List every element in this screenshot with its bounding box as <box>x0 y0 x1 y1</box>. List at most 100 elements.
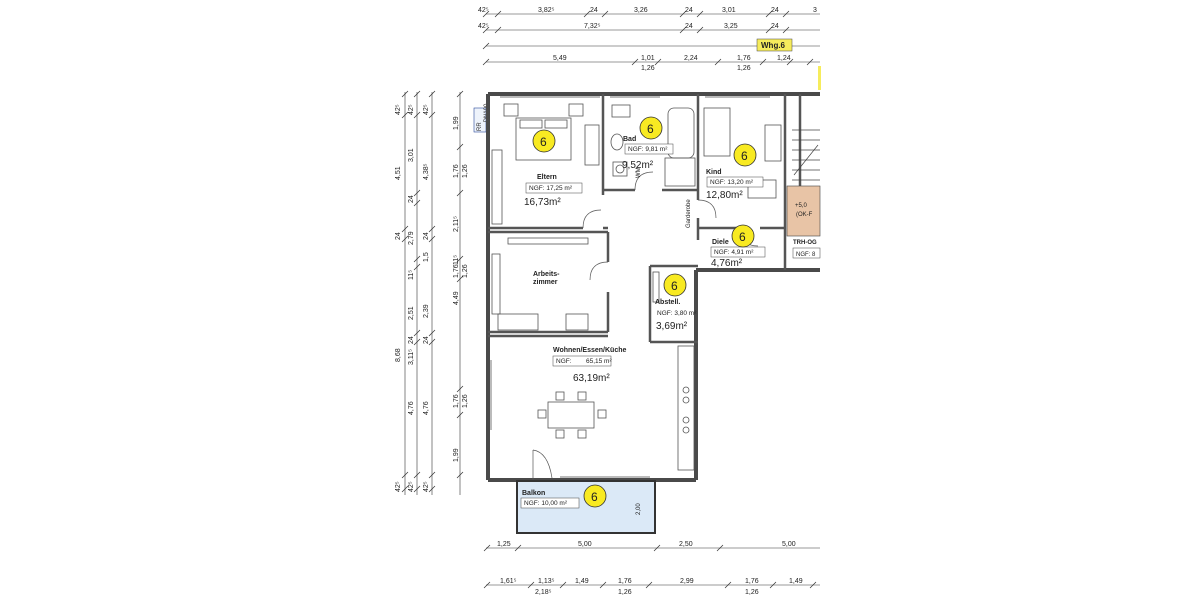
dim-label: 1,26 <box>462 264 469 278</box>
dim-label: 1,26 <box>641 65 655 72</box>
dimension-lines-left <box>401 90 464 495</box>
room-name: Bad <box>623 136 636 143</box>
dim-label: 1,76 <box>618 578 632 585</box>
stair-landing <box>786 185 821 237</box>
apartment-badge <box>532 129 556 153</box>
dim-label: 24 <box>395 232 402 240</box>
stair-tag: (OK-F <box>796 212 813 218</box>
dim-label: 24 <box>685 23 693 30</box>
apartment-badge <box>663 273 687 297</box>
apartment-badge <box>583 484 607 508</box>
trh-ngf: NGF: 8 <box>796 252 816 258</box>
apartment-number: 6 <box>647 122 654 136</box>
ngf-box <box>624 143 674 155</box>
dim-label: 24 <box>423 336 430 344</box>
dim-label: 8,68 <box>395 348 402 362</box>
dim-label: 24 <box>590 7 598 14</box>
room-area: 63,19m² <box>573 373 610 384</box>
dim-label: 2,99 <box>680 578 694 585</box>
dim-label: 1,13⁵ <box>538 578 555 585</box>
windows <box>490 96 770 478</box>
unit-label-box <box>756 38 793 52</box>
dimension-lines-top <box>482 10 820 66</box>
room-area: 3,69m² <box>656 321 688 332</box>
room-name: Eltern <box>537 174 557 181</box>
room-name: Arbeits-zimmer <box>533 271 560 286</box>
apartment-number: 6 <box>739 230 746 244</box>
ngf-value: NGF: 65,15 m² <box>556 358 612 365</box>
ngf-value: NGF: 17,25 m² <box>529 185 573 192</box>
dimension-labels-bottom: 1,25 5,00 2,50 5,00 1,61⁵ 1,13⁵ 1,49 1,7… <box>497 541 803 596</box>
ngf-box <box>710 246 766 258</box>
room-wohnen: Wohnen/Essen/Küche NGF: 65,15 m² 63,19m² <box>552 347 626 384</box>
room-area: 4,76m² <box>711 258 743 269</box>
room-area: 16,73m² <box>524 197 561 208</box>
dim-label: 2,24 <box>684 55 698 62</box>
dim-label: 11⁵ <box>453 255 460 265</box>
garderobe-label: Garderobe <box>686 199 692 228</box>
room-abstell: Abstell. NGF: 3,80 m² 3,69m² <box>655 299 697 332</box>
room-name: Wohnen/Essen/Küche <box>553 347 626 354</box>
dim-label: 24 <box>408 336 415 344</box>
apartment-badge <box>639 116 663 140</box>
room-diele: Diele NGF: 4,91 m² 4,76m² <box>710 239 766 269</box>
furniture <box>491 103 782 471</box>
ngf-box <box>706 176 764 188</box>
dim-label: 24 <box>408 195 415 203</box>
dim-label: 2,51 <box>408 306 415 320</box>
dim-label: 24 <box>685 7 693 14</box>
dim-label: 42⁵ <box>408 481 415 492</box>
ngf-value: NGF: 3,80 m² <box>657 310 697 317</box>
dim-label: 42⁵ <box>478 7 489 14</box>
dim-label: 24 <box>771 23 779 30</box>
dim-label: 42⁵ <box>423 481 430 492</box>
dim-label: 4,38⁵ <box>423 163 430 180</box>
dim-label: 4,51 <box>395 166 402 180</box>
dim-label: 3 <box>813 7 817 14</box>
dim-label: 42⁵ <box>395 481 402 492</box>
dim-label: 7,32⁵ <box>584 23 601 30</box>
dim-label: 1,99 <box>453 448 460 462</box>
dim-label: 2,00 <box>636 503 642 515</box>
apartment-badge <box>731 224 755 248</box>
ngf-value: NGF: 10,00 m² <box>524 500 568 507</box>
dim-label: 5,00 <box>578 541 592 548</box>
room-name: Kind <box>706 169 722 176</box>
dim-label: 3,26 <box>634 7 648 14</box>
trh-label: TRH-OG <box>793 240 817 246</box>
dim-label: 42⁵ <box>423 104 430 115</box>
dimension-labels-top: 42⁵ 3,82⁵ 24 3,26 24 3,01 24 3 42⁵ 7,32⁵… <box>478 7 817 72</box>
dim-label: 24 <box>771 7 779 14</box>
dim-label: 2,50 <box>679 541 693 548</box>
dim-label: 1,01 <box>641 55 655 62</box>
room-bad: Bad NGF: 9,81 m² 9,52m² WM <box>622 136 674 178</box>
dim-label: 42⁵ <box>395 104 402 115</box>
apartment-number: 6 <box>591 490 598 504</box>
dim-label: 1,5 <box>423 252 430 262</box>
room-balkon: Balkon NGF: 10,00 m² 2,00 <box>520 490 642 515</box>
dim-label: 4,49 <box>453 291 460 305</box>
dim-label: 4,76 <box>408 401 415 415</box>
ngf-value: NGF: 4,91 m² <box>714 249 754 256</box>
stairs <box>792 129 820 181</box>
ngf-box <box>552 355 612 367</box>
ngf-box <box>520 497 580 509</box>
accent-bar <box>818 66 821 90</box>
apartment-number: 6 <box>540 135 547 149</box>
unit-label: Whg.6 <box>761 41 786 50</box>
dim-label: 1,49 <box>575 578 589 585</box>
apartment-badge <box>733 143 757 167</box>
dim-label: 1,76 <box>453 264 460 278</box>
dim-label: 3,01 <box>722 7 736 14</box>
dim-label: 2,79 <box>408 231 415 245</box>
interior-walls <box>488 94 802 344</box>
dimension-lines-bottom <box>483 544 820 589</box>
dim-label: 42⁵ <box>408 104 415 115</box>
dim-label: 1,26 <box>462 394 469 408</box>
dim-label: 1,24 <box>777 55 791 62</box>
dim-label: 1,26 <box>618 589 632 596</box>
dim-label: 3,01 <box>408 148 415 162</box>
dim-label: 1,26 <box>462 164 469 178</box>
dim-label: 24 <box>423 232 430 240</box>
